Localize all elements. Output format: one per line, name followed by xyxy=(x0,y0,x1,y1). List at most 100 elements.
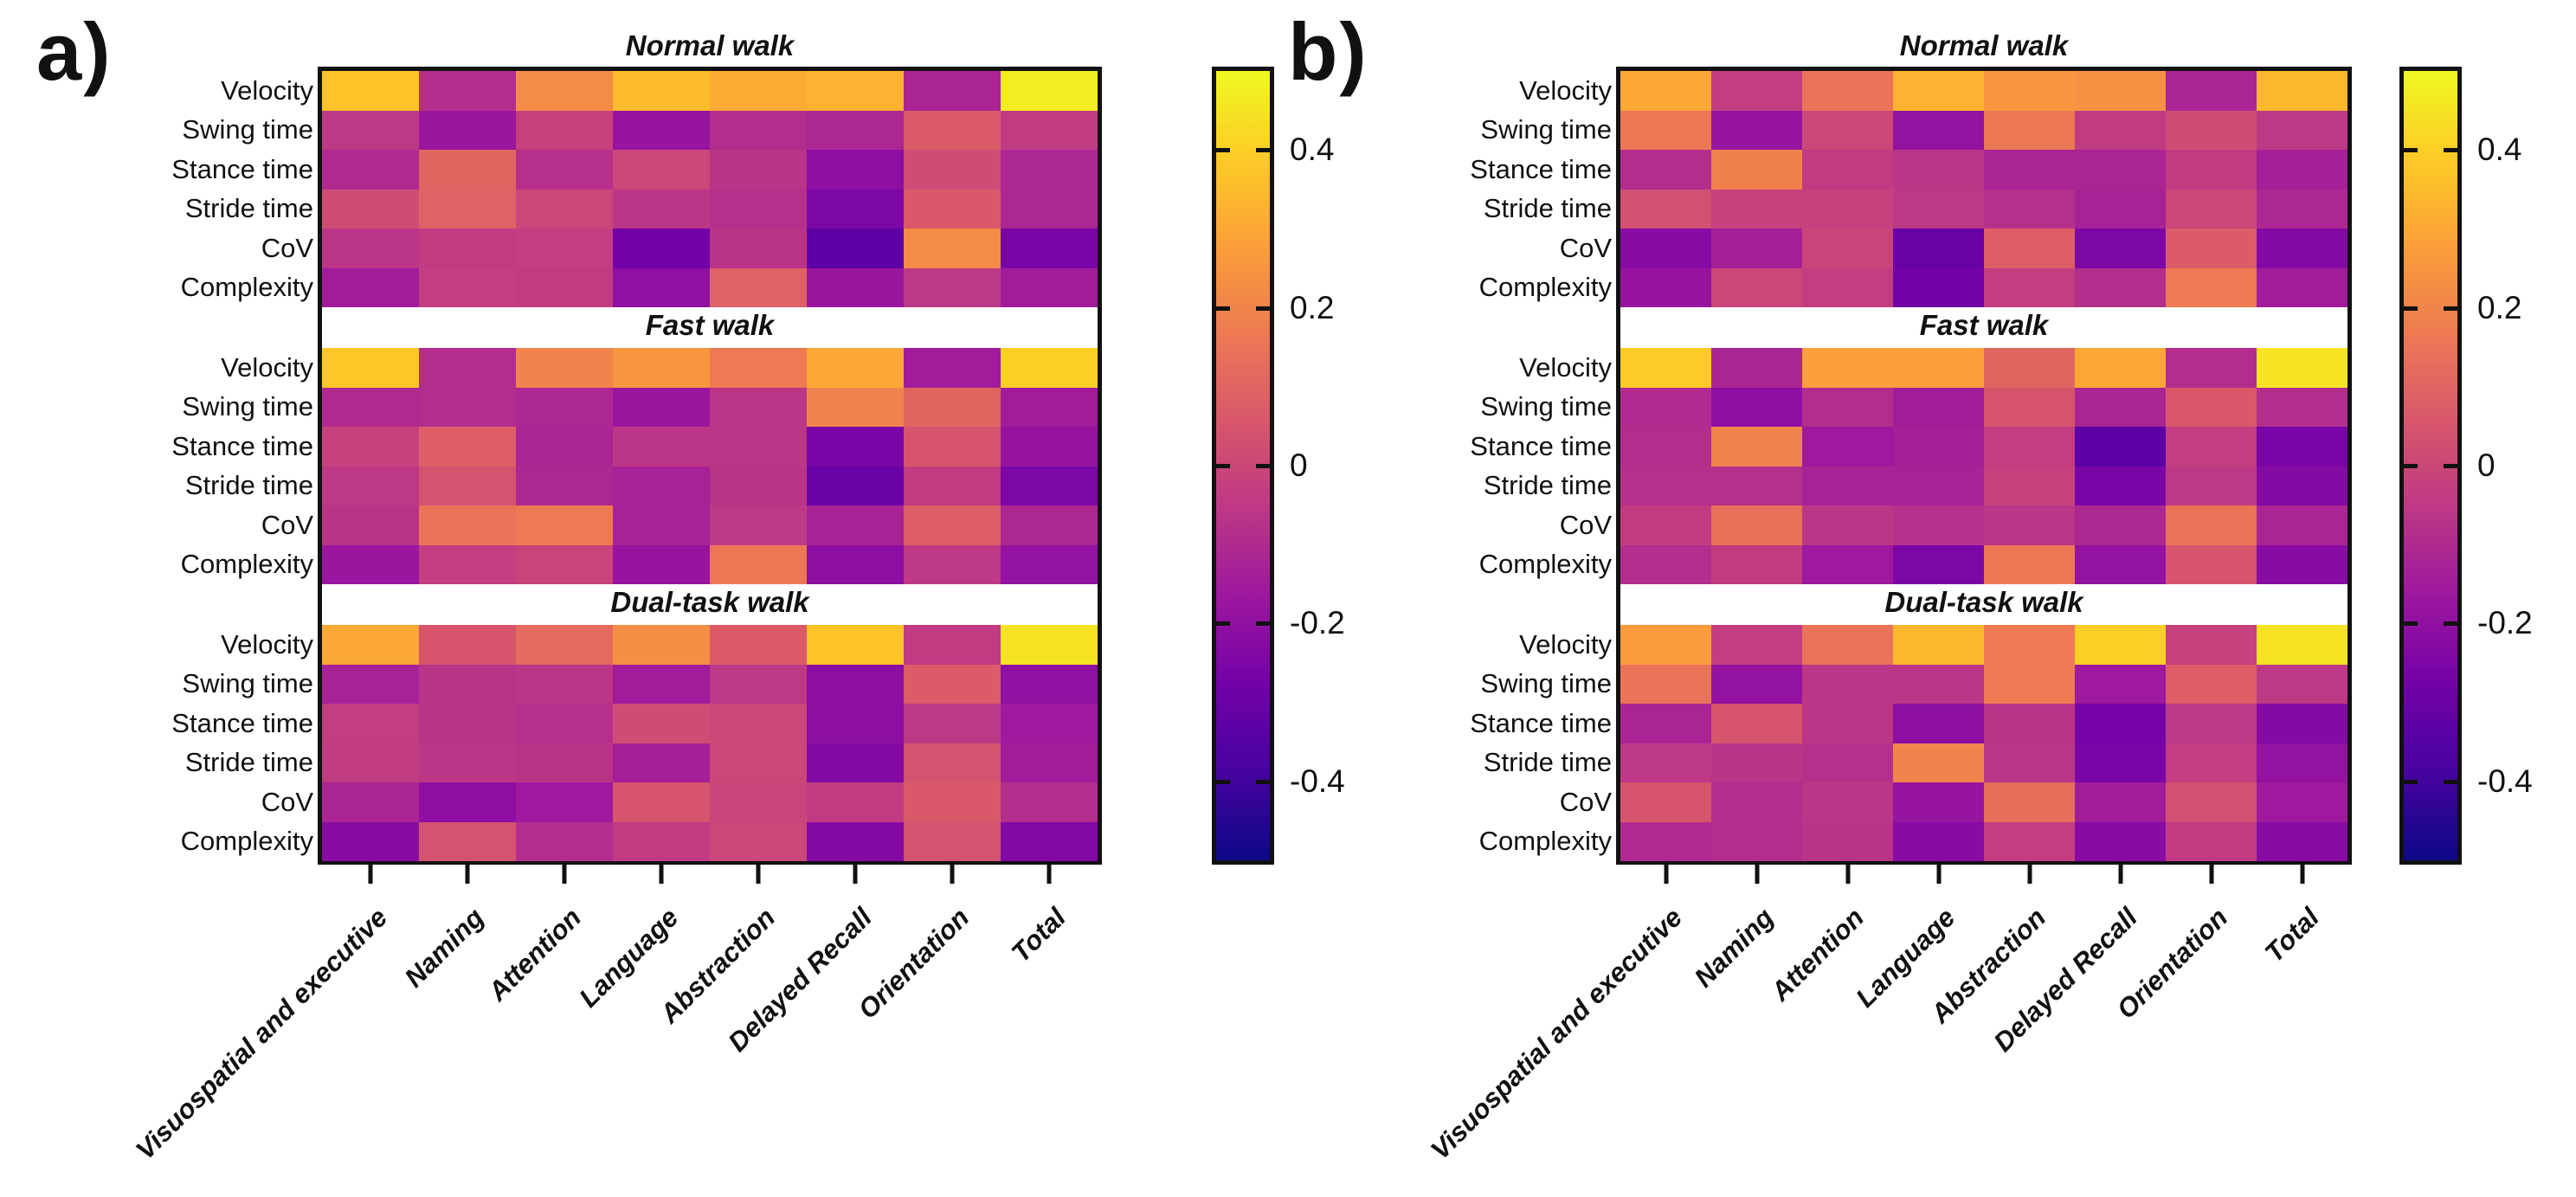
heatmap-cell xyxy=(613,267,710,307)
heatmap-cell xyxy=(2166,782,2257,822)
heatmap-block xyxy=(322,348,1098,584)
heatmap-cell xyxy=(904,625,1001,665)
heatmap-cell xyxy=(710,821,807,861)
row-label: Stance time xyxy=(1470,430,1612,461)
heatmap-cell xyxy=(710,150,807,190)
row-label: CoV xyxy=(1559,786,1612,817)
heatmap-cell xyxy=(2075,704,2166,743)
colorbar-tick xyxy=(2444,148,2457,153)
heatmap-cell xyxy=(1802,743,1893,782)
heatmap-cell xyxy=(1001,427,1098,467)
heatmap-cell xyxy=(516,71,613,111)
heatmap-cell xyxy=(710,664,807,704)
heatmap-cell xyxy=(419,267,516,307)
heatmap-cell xyxy=(1620,387,1711,427)
heatmap-cell xyxy=(1802,110,1893,150)
heatmap-cell xyxy=(710,544,807,584)
heatmap-cell xyxy=(419,348,516,388)
heatmap-cell xyxy=(2075,625,2166,665)
heatmap-cell xyxy=(2075,743,2166,782)
row-label: Stance time xyxy=(1470,153,1612,184)
heatmap-cell xyxy=(710,625,807,665)
heatmap-cell xyxy=(1984,348,2075,388)
heatmap-cell xyxy=(613,821,710,861)
heatmap-cell xyxy=(2075,387,2166,427)
row-label: Swing time xyxy=(182,391,313,422)
heatmap-cell xyxy=(710,743,807,782)
heatmap-cell xyxy=(1620,150,1711,190)
heatmap-cell xyxy=(2075,821,2166,861)
heatmap-cell xyxy=(2257,228,2347,268)
heatmap-cell xyxy=(419,228,516,268)
heatmap-cell xyxy=(516,625,613,665)
heatmap-cell xyxy=(322,782,419,822)
heatmap-cell xyxy=(2075,544,2166,584)
heatmap-cell xyxy=(1001,150,1098,190)
colorbar-tick xyxy=(2404,779,2418,784)
heatmap-cell xyxy=(1893,150,1984,190)
heatmap-cell xyxy=(1001,348,1098,388)
heatmap-cell xyxy=(1984,821,2075,861)
heatmap-cell xyxy=(1802,625,1893,665)
heatmap-cell xyxy=(1984,228,2075,268)
heatmap-cell xyxy=(1001,782,1098,822)
heatmap-cell xyxy=(516,267,613,307)
heatmap-cell xyxy=(419,110,516,150)
heatmap-cell xyxy=(710,466,807,505)
colorbar-tick-label: 0.4 xyxy=(1290,132,1335,168)
heatmap-cell xyxy=(807,466,904,505)
heatmap-cell xyxy=(1711,427,1802,467)
block-title: Normal walk xyxy=(625,29,795,61)
heatmap-cell xyxy=(1711,505,1802,545)
heatmap-cell xyxy=(1001,466,1098,505)
heatmap-cell xyxy=(322,348,419,388)
colorbar-tick xyxy=(1216,306,1230,311)
heatmap-cell xyxy=(2257,625,2347,665)
heatmap-cell xyxy=(1001,821,1098,861)
heatmap-cell xyxy=(1001,228,1098,268)
x-axis-tick xyxy=(2027,865,2032,884)
block-title: Fast walk xyxy=(645,309,775,341)
heatmap-cell xyxy=(904,348,1001,388)
heatmap-cell xyxy=(1001,71,1098,111)
heatmap-cell xyxy=(1620,664,1711,704)
heatmap-cell xyxy=(2075,348,2166,388)
heatmap-cell xyxy=(2075,189,2166,228)
heatmap-cell xyxy=(807,110,904,150)
colorbar-tick xyxy=(1216,779,1230,784)
heatmap-cell xyxy=(322,664,419,704)
row-label: CoV xyxy=(261,786,313,817)
heatmap-cell xyxy=(2166,189,2257,228)
heatmap-cell xyxy=(1001,664,1098,704)
row-label: Stride time xyxy=(1483,193,1612,224)
heatmap-cell xyxy=(710,348,807,388)
heatmap-block xyxy=(322,625,1098,861)
row-label: Stride time xyxy=(1483,470,1612,501)
row-label: Stance time xyxy=(171,430,313,461)
x-axis-tick xyxy=(1845,865,1850,884)
heatmap-cell xyxy=(1802,466,1893,505)
heatmap-cell xyxy=(613,544,710,584)
x-tick-label: Visuospatial and executive xyxy=(129,902,394,1166)
row-label: Complexity xyxy=(1478,826,1612,857)
heatmap-cell xyxy=(516,110,613,150)
x-axis-tick xyxy=(465,865,470,884)
heatmap-cell xyxy=(1001,110,1098,150)
heatmap-cell xyxy=(322,743,419,782)
heatmap-cell xyxy=(904,267,1001,307)
heatmap-cell xyxy=(1620,743,1711,782)
colorbar-tick-label: 0.2 xyxy=(2477,289,2522,325)
row-label: Velocity xyxy=(221,74,313,106)
colorbar-tick-label: -0.4 xyxy=(2477,763,2533,799)
heatmap-cell xyxy=(1893,782,1984,822)
colorbar-tick xyxy=(1216,621,1230,627)
heatmap-block xyxy=(322,71,1098,307)
heatmap-cell xyxy=(1620,228,1711,268)
heatmap-cell xyxy=(2257,150,2347,190)
heatmap-cell xyxy=(2075,110,2166,150)
heatmap-cell xyxy=(1620,704,1711,743)
x-axis-tick xyxy=(2300,865,2304,884)
heatmap-cell xyxy=(322,228,419,268)
heatmap-cell xyxy=(904,664,1001,704)
